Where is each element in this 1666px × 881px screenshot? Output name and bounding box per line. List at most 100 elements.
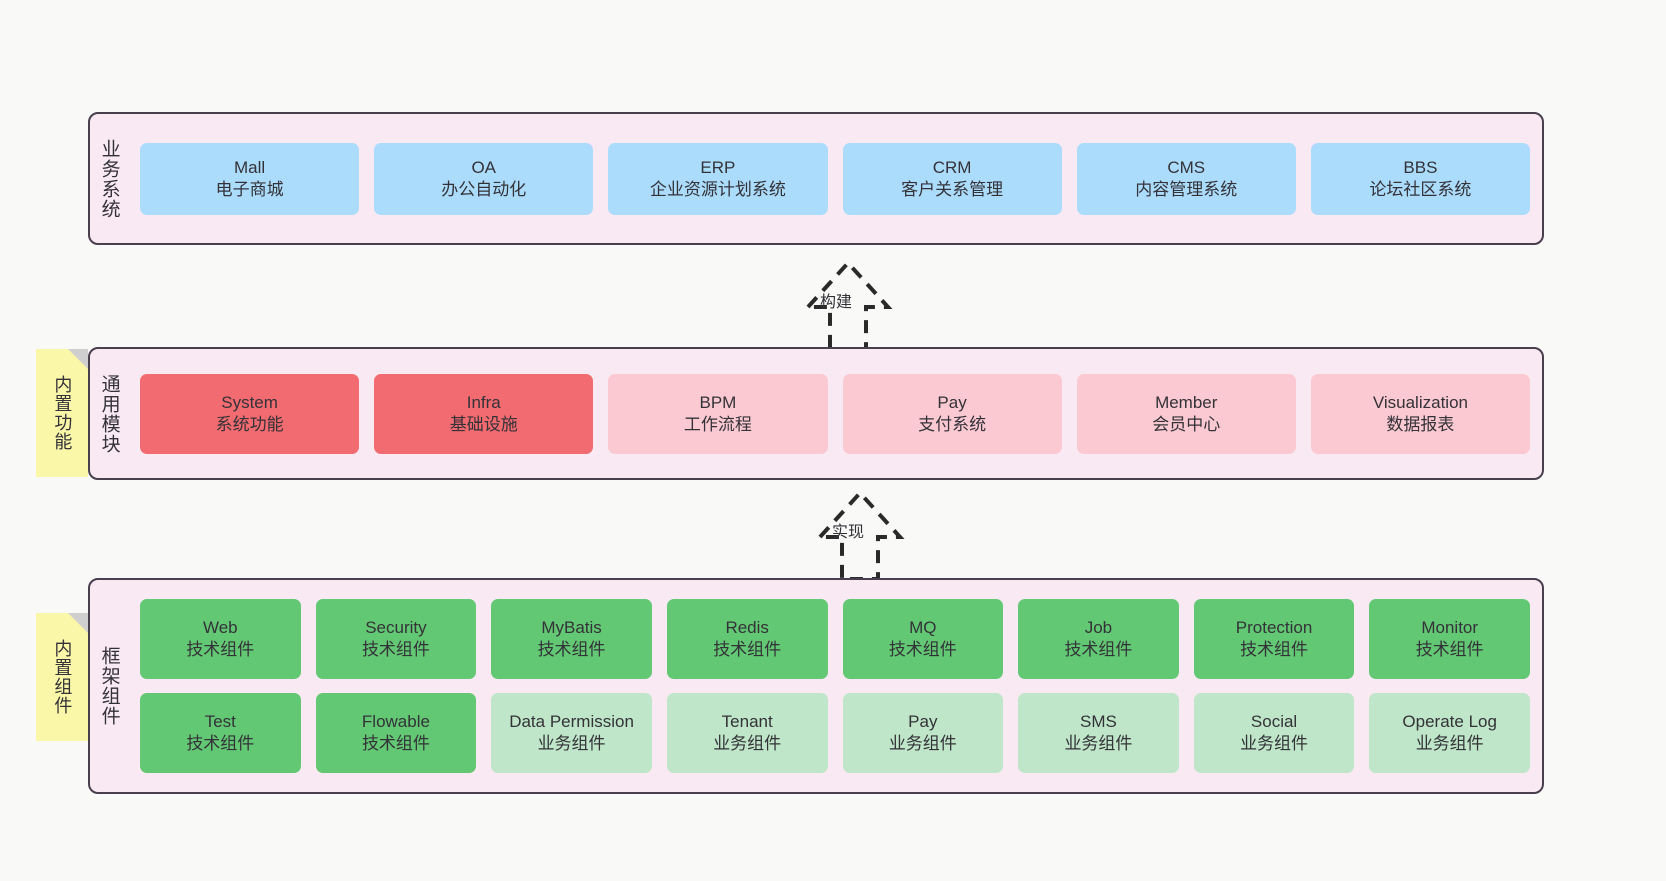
card-title-cn: 技术组件 — [537, 640, 606, 659]
card-web[interactable]: Web 技术组件 — [140, 599, 301, 679]
card-title-en: Monitor — [1421, 618, 1479, 638]
card-pay-module[interactable]: Pay 支付系统 — [842, 373, 1062, 454]
card-system[interactable]: System 系统功能 — [140, 373, 360, 454]
card-title-en: ERP — [700, 157, 736, 177]
layer-framework-components: 框架组件 Web 技术组件 Security 技术组件 MyBatis 技术组件… — [88, 578, 1544, 794]
arrow-up-icon — [803, 260, 893, 351]
note-fold-icon — [68, 613, 88, 633]
card-title-en: SMS — [1080, 712, 1117, 732]
card-mybatis[interactable]: MyBatis 技术组件 — [491, 599, 652, 679]
card-title-en: Pay — [908, 712, 938, 732]
arrow-label-implement: 实现 — [832, 524, 865, 541]
card-bbs[interactable]: BBS 论坛社区系统 — [1310, 142, 1530, 215]
note-builtin-components: 内置组件 — [36, 613, 88, 741]
framework-tech-row: Web 技术组件 Security 技术组件 MyBatis 技术组件 Redi… — [140, 599, 1530, 679]
card-title-en: CMS — [1167, 157, 1206, 177]
layer-body-modules: System 系统功能 Infra 基础设施 BPM 工作流程 Pay 支付系统… — [128, 349, 1542, 478]
card-title-cn: 技术组件 — [1240, 640, 1309, 659]
card-tenant[interactable]: Tenant 业务组件 — [666, 693, 828, 773]
card-title-cn: 系统功能 — [215, 414, 284, 434]
layer-body-framework: Web 技术组件 Security 技术组件 MyBatis 技术组件 Redi… — [128, 580, 1542, 792]
card-title-en: Visualization — [1372, 392, 1468, 412]
card-title-cn: 技术组件 — [186, 734, 255, 753]
card-title-en: CRM — [932, 157, 972, 177]
card-operate-log[interactable]: Operate Log 业务组件 — [1369, 693, 1530, 773]
layer-title-modules: 通用模块 — [98, 373, 120, 454]
card-mq[interactable]: MQ 技术组件 — [842, 599, 1004, 679]
card-visualization[interactable]: Visualization 数据报表 — [1310, 373, 1530, 454]
card-title-en: System — [221, 392, 278, 412]
card-title-en: Redis — [725, 618, 769, 638]
business-card-row: Mall 电子商城 OA 办公自动化 ERP 企业资源计划系统 CRM 客户关系… — [140, 142, 1530, 215]
card-title-cn: 基础设施 — [449, 414, 518, 434]
card-title-en: MyBatis — [541, 618, 602, 638]
card-title-cn: 技术组件 — [361, 734, 430, 753]
card-title-cn: 技术组件 — [1415, 640, 1484, 659]
card-title-cn: 电子商城 — [215, 179, 284, 199]
card-title-en: BBS — [1403, 157, 1438, 177]
layer-title-business: 业务系统 — [98, 138, 120, 219]
card-title-en: Tenant — [721, 712, 773, 732]
card-redis[interactable]: Redis 技术组件 — [666, 599, 828, 679]
module-card-row: System 系统功能 Infra 基础设施 BPM 工作流程 Pay 支付系统… — [140, 373, 1530, 454]
arrow-build: 构建 — [748, 255, 948, 355]
card-title-en: Pay — [937, 392, 967, 412]
card-title-cn: 业务组件 — [537, 734, 606, 753]
card-title-cn: 支付系统 — [918, 414, 987, 434]
card-flowable[interactable]: Flowable 技术组件 — [315, 693, 477, 773]
card-title-cn: 业务组件 — [1415, 734, 1484, 753]
card-title-en: Protection — [1235, 618, 1313, 638]
card-title-en: Mall — [233, 157, 266, 177]
card-oa[interactable]: OA 办公自动化 — [374, 142, 594, 215]
card-monitor[interactable]: Monitor 技术组件 — [1369, 599, 1530, 679]
layer-body-business: Mall 电子商城 OA 办公自动化 ERP 企业资源计划系统 CRM 客户关系… — [128, 114, 1542, 243]
card-test[interactable]: Test 技术组件 — [140, 693, 301, 773]
card-title-cn: 工作流程 — [683, 414, 752, 434]
card-mall[interactable]: Mall 电子商城 — [140, 142, 360, 215]
card-security[interactable]: Security 技术组件 — [315, 599, 477, 679]
card-title-cn: 业务组件 — [1064, 734, 1133, 753]
card-pay-component[interactable]: Pay 业务组件 — [842, 693, 1004, 773]
card-title-cn: 技术组件 — [186, 640, 255, 659]
card-title-cn: 业务组件 — [1240, 734, 1309, 753]
card-title-en: Data Permission — [509, 712, 634, 732]
card-title-cn: 企业资源计划系统 — [649, 179, 786, 199]
card-title-en: Web — [202, 618, 238, 638]
card-job[interactable]: Job 技术组件 — [1018, 599, 1179, 679]
card-title-cn: 办公自动化 — [441, 179, 527, 199]
card-title-cn: 业务组件 — [888, 734, 957, 753]
card-data-permission[interactable]: Data Permission 业务组件 — [491, 693, 652, 773]
note-label: 内置组件 — [52, 639, 73, 715]
card-bpm[interactable]: BPM 工作流程 — [608, 373, 828, 454]
card-title-cn: 技术组件 — [1064, 640, 1133, 659]
card-title-en: Social — [1250, 712, 1298, 732]
framework-business-row: Test 技术组件 Flowable 技术组件 Data Permission … — [140, 693, 1530, 773]
layer-common-modules: 通用模块 System 系统功能 Infra 基础设施 BPM 工作流程 Pay — [88, 347, 1544, 480]
card-social[interactable]: Social 业务组件 — [1193, 693, 1355, 773]
card-title-en: Job — [1084, 618, 1113, 638]
card-title-cn: 技术组件 — [713, 640, 782, 659]
note-builtin-features: 内置功能 — [36, 349, 88, 477]
card-title-en: OA — [471, 157, 497, 177]
card-title-cn: 业务组件 — [713, 734, 782, 753]
card-sms[interactable]: SMS 业务组件 — [1018, 693, 1179, 773]
layer-title-framework: 框架组件 — [98, 646, 120, 726]
layer-business-systems: 业务系统 Mall 电子商城 OA 办公自动化 ERP 企业资源计划系统 CRM — [88, 112, 1544, 245]
card-title-en: Member — [1155, 392, 1218, 412]
card-crm[interactable]: CRM 客户关系管理 — [842, 142, 1062, 215]
card-title-cn: 技术组件 — [361, 640, 430, 659]
card-cms[interactable]: CMS 内容管理系统 — [1076, 142, 1296, 215]
card-infra[interactable]: Infra 基础设施 — [374, 373, 594, 454]
card-title-en: Test — [204, 712, 236, 732]
card-title-cn: 会员中心 — [1152, 414, 1221, 434]
card-member[interactable]: Member 会员中心 — [1076, 373, 1296, 454]
card-erp[interactable]: ERP 企业资源计划系统 — [608, 142, 828, 215]
card-title-cn: 技术组件 — [888, 640, 957, 659]
arrow-implement: 实现 — [760, 485, 960, 585]
card-title-cn: 数据报表 — [1386, 414, 1455, 434]
card-protection[interactable]: Protection 技术组件 — [1193, 599, 1355, 679]
card-title-cn: 论坛社区系统 — [1369, 179, 1472, 199]
card-title-en: Security — [365, 618, 427, 638]
note-fold-icon — [68, 349, 88, 369]
